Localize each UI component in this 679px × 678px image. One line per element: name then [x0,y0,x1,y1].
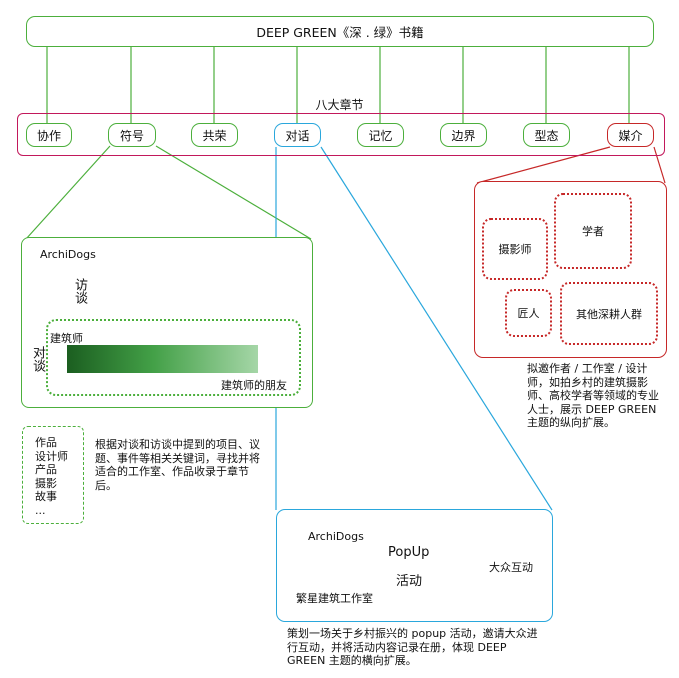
public-interaction-label: 大众互动 [489,561,533,574]
chapter-dialogue: 对话 [274,123,321,147]
chapters-band [17,113,665,156]
list-item: 故事 [35,490,57,503]
others-box: 其他深耕人群 [560,282,658,345]
chapter-collaboration: 协作 [26,123,72,147]
chapter-coexistence: 共荣 [191,123,238,147]
architect-gradient-bar [67,345,258,373]
architect-label: 建筑师 [50,330,83,346]
list-item: ... [35,503,46,517]
interview-label: 访谈 [72,278,87,304]
dialogue-label: 对谈 [30,346,45,372]
list-item: 设计师 [35,449,68,463]
friends-label: 建筑师的朋友 [221,379,287,392]
scholar-box: 学者 [554,193,632,269]
popup-label: PopUp [388,545,430,560]
blue-description: 策划一场关于乡村振兴的 popup 活动，邀请大众进行互动，并将活动内容记录在册… [287,627,538,667]
book-title-text: DEEP GREEN《深 . 绿》书籍 [256,25,424,40]
blue-panel [276,509,553,622]
green-panel [21,237,313,408]
book-title: DEEP GREEN《深 . 绿》书籍 [26,16,654,47]
list-item: 产品 [35,463,57,476]
activity-label: 活动 [396,574,423,589]
list-item: 摄影 [35,476,57,490]
photographer-box: 摄影师 [482,218,548,280]
chapters-label: 八大章节 [315,98,364,112]
green-archidogs: ArchiDogs [40,248,96,261]
content-list: 作品 设计师 产品 摄影 故事 ... [22,426,84,524]
list-item: 作品 [35,436,57,449]
chapter-form: 型态 [523,123,570,147]
chapter-memory: 记忆 [357,123,404,147]
chapter-boundary: 边界 [440,123,487,147]
chapter-media: 媒介 [607,123,654,147]
green-description: 根据对谈和访谈中提到的项目、议题、事件等相关关键词，寻找并将适合的工作室、作品收… [95,438,260,492]
blue-archidogs: ArchiDogs [308,530,364,543]
red-description: 拟邀作者 / 工作室 / 设计师，如拍乡村的建筑摄影师、高校学者等领域的专业人士… [527,362,659,429]
chapter-symbol: 符号 [108,123,156,147]
craftsman-box: 匠人 [505,289,552,337]
studio-label: 繁星建筑工作室 [296,592,373,605]
dialogue-area [46,319,301,396]
